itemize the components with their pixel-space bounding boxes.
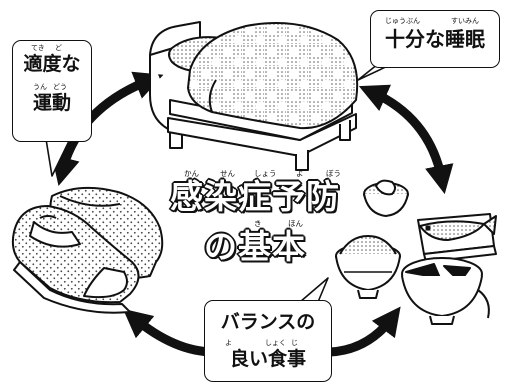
exercise-ruby-1: てき ど [31,44,62,52]
food-label-line2: 良い食事 [229,348,306,370]
sleep-label-bubble: じゅうぶん すいみん 十分な睡眠 [370,10,500,68]
food-ruby: よ しょく じ [225,339,298,347]
title-ruby-2: き ほん [254,219,303,228]
food-bubble-tail [299,277,329,303]
sleep-label: 十分な睡眠 [385,27,485,51]
exercise-ruby-2: うん どう [33,83,67,91]
bed-icon [149,21,359,171]
arrow-food-exercise-right [329,306,401,357]
exercise-label-line2: 運動 [32,92,71,114]
food-label-bubble: バランスの よ しょく じ 良い食事 [204,300,332,382]
meal-icon [335,179,497,325]
title-line2: の基本 [203,226,306,266]
diagram-title: かん せん しょう よ ぼう 感染症予防 き ほん の基本 [150,168,360,267]
arrow-sleep-food [358,84,454,195]
cycle-arrows [51,71,454,357]
arrow-food-exercise [122,308,215,357]
arrow-exercise-sleep [51,71,164,186]
title-line1: 感染症予防 [169,176,340,216]
food-label-line1: バランスの [220,311,316,333]
sneakers-icon [11,186,164,314]
title-ruby: かん せん しょう よ ぼう [184,169,341,178]
sleep-ruby: じゅうぶん すいみん [385,17,479,25]
exercise-label-bubble: てき ど 適度な うん どう 運動 [12,40,92,142]
exercise-label-line1: 適度な [23,53,81,75]
